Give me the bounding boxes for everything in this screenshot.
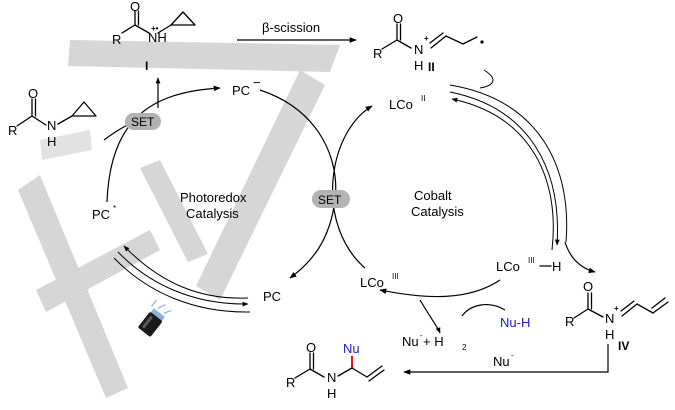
- iv-o: O: [583, 279, 593, 294]
- led-lamp-icon: [138, 299, 172, 337]
- label-iv: IV: [618, 339, 629, 353]
- lco-iii-ox: III: [392, 272, 399, 281]
- lco-ii: LCo: [389, 97, 413, 112]
- nu-minus-h2: Nu: [402, 334, 419, 349]
- lco-ii-ox: II: [421, 94, 425, 103]
- ii-n: N: [414, 42, 423, 57]
- sm-o: O: [28, 86, 38, 101]
- product-r: R: [286, 375, 295, 390]
- lco-iii: LCo: [360, 275, 384, 290]
- nu-minus-sign: -: [511, 351, 514, 360]
- iv-plus: +: [614, 304, 619, 313]
- set-label-left: SET: [131, 115, 155, 129]
- set-label-center: SET: [318, 193, 342, 207]
- photoredox-label-1: Photoredox: [180, 190, 247, 205]
- sm-r: R: [8, 123, 17, 138]
- species-iv: R O N + H IV: [565, 279, 669, 353]
- photoredox-label-2: Catalysis: [186, 206, 239, 221]
- photoredox-cycle: PC * PC − PC Photoredox Catalysis SET: [92, 75, 337, 313]
- product-amide: R O N H Nu: [286, 340, 385, 401]
- set-badge-center: [312, 190, 350, 208]
- lco-iii-h-ox: III: [528, 256, 535, 265]
- nucleophilic-addition-arrow: [403, 344, 609, 375]
- pc-star: PC: [92, 207, 110, 222]
- product-n: N: [327, 370, 336, 385]
- pc-star-sign: *: [113, 204, 116, 213]
- cobalt-cycle: SET LCo II LCo III H LCo III Cobalt Cata…: [312, 69, 596, 352]
- product-o: O: [306, 340, 316, 355]
- label-ii: II: [428, 60, 435, 74]
- nu-h-label: Nu-H: [500, 315, 530, 330]
- ii-plus: +: [424, 34, 429, 43]
- species-ii: R O N + H II: [373, 11, 484, 74]
- ii-o: O: [393, 11, 403, 26]
- lco-iii-h-h: H: [552, 259, 561, 274]
- nu-minus-h2-rest: + H: [423, 334, 444, 349]
- species-i: R O NH +• I: [112, 0, 196, 73]
- h2-subscript: 2: [462, 343, 467, 352]
- i-o: O: [130, 0, 140, 14]
- watermark: [18, 40, 340, 398]
- sm-h: H: [47, 134, 56, 149]
- ii-h: H: [414, 58, 423, 73]
- iv-r: R: [565, 314, 574, 329]
- nu-minus-h2-sign: -: [420, 331, 423, 340]
- set-badge-left: [125, 113, 161, 130]
- product-nu: Nu: [343, 341, 360, 356]
- cobalt-label-2: Catalysis: [411, 204, 464, 219]
- iv-n: N: [605, 311, 614, 326]
- i-radical-cation: +•: [151, 24, 159, 33]
- iv-h: H: [605, 327, 614, 342]
- sm-n: N: [47, 118, 56, 133]
- nu-minus-label: Nu: [493, 354, 510, 369]
- label-i: I: [145, 59, 148, 73]
- beta-scission-label: β-scission: [262, 20, 320, 35]
- lco-iii-h: LCo: [496, 259, 520, 274]
- starting-amide: R O N H: [8, 86, 97, 149]
- i-nh: NH: [148, 30, 167, 45]
- cobalt-label-1: Cobalt: [414, 188, 452, 203]
- product-h: H: [327, 386, 336, 401]
- ii-r: R: [373, 46, 382, 61]
- pc-ground: PC: [263, 289, 281, 304]
- i-r: R: [112, 32, 121, 47]
- hydride-transfer-arrow: [379, 279, 501, 298]
- pc-minus-sign: −: [253, 75, 261, 90]
- pc-minus: PC: [232, 83, 250, 98]
